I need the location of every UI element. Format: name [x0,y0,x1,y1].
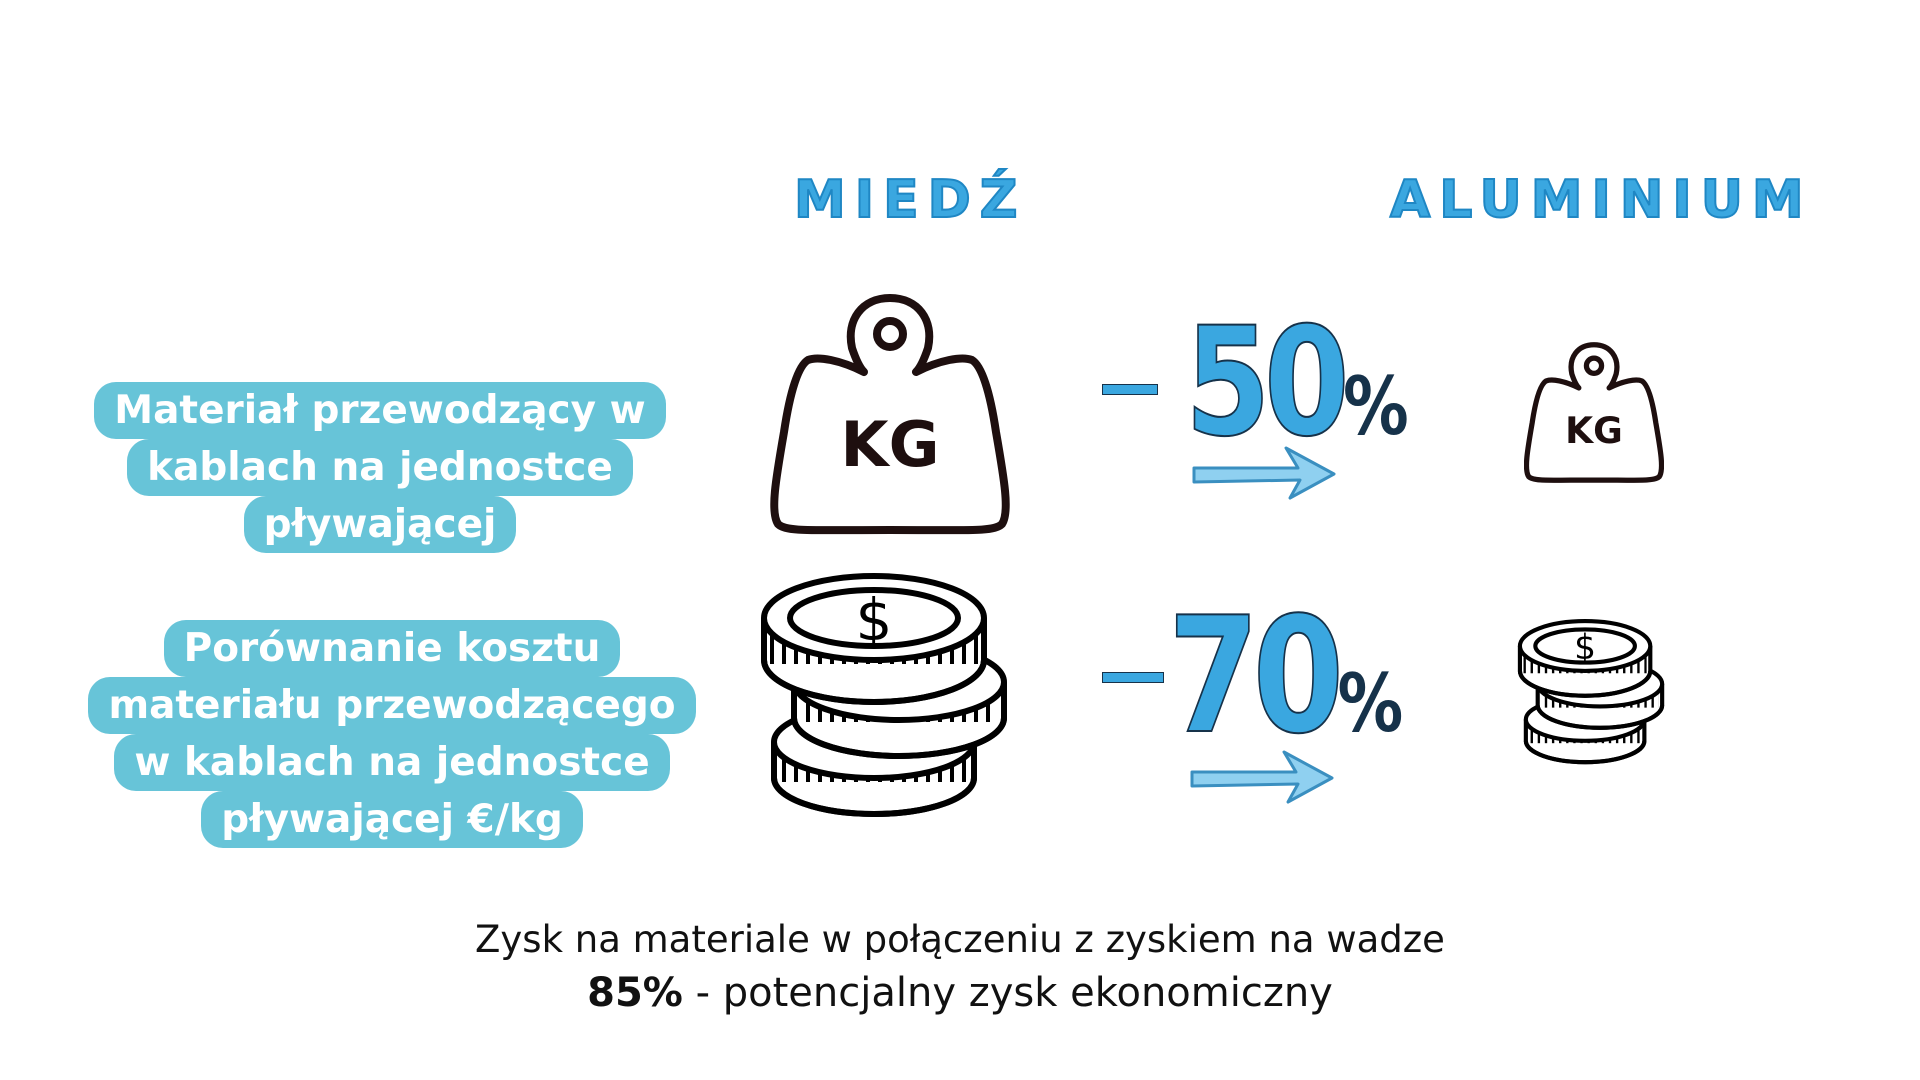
percent-sign: % [1343,360,1409,453]
minus-sign-cost [1102,672,1164,683]
minus-sign-weight [1102,384,1158,395]
dollar-sign-small: $ [1574,628,1596,668]
label-line: Porównanie kosztu [163,620,621,677]
footer-line-2: 85% - potencjalny zysk ekonomiczny [0,970,1920,1016]
right-arrow-icon [1192,446,1336,500]
right-arrow-icon [1190,750,1334,804]
label-line: pływającej €/kg [201,791,583,848]
column-header-aluminium: ALUMINIUM [1389,169,1813,231]
weight-reduction-value: 50 [1184,295,1350,471]
label-line: materiału przewodzącego [88,677,696,734]
footer-highlight: 85% [587,970,683,1016]
coin-stack-icon-small: $ [1517,619,1665,765]
label-line: Materiał przewodzący w [94,382,666,439]
row-label-weight: Materiał przewodzący w kablach na jednos… [80,382,680,553]
label-line: pływającej [243,496,517,553]
kg-label-small: KG [1565,409,1623,452]
column-header-copper: MIEDŹ [793,169,1027,231]
weight-icon: KG [770,294,1010,535]
label-line: w kablach na jednostce [114,734,670,791]
weight-icon-small: KG [1524,342,1664,483]
cost-reduction-value: 70 [1167,581,1345,770]
row-label-cost: Porównanie kosztu materiału przewodząceg… [72,620,712,848]
label-line: kablach na jednostce [127,439,633,496]
kg-label: KG [841,408,940,481]
weight-reduction: 50% [1184,295,1409,471]
cost-reduction: 70% [1167,581,1404,770]
percent-sign: % [1337,657,1404,750]
footer-rest: - potencjalny zysk ekonomiczny [682,970,1333,1016]
coin-stack-icon: $ [761,573,1007,817]
dollar-sign: $ [856,586,893,654]
footer-line-1: Zysk na materiale w połączeniu z zyskiem… [475,918,1445,961]
